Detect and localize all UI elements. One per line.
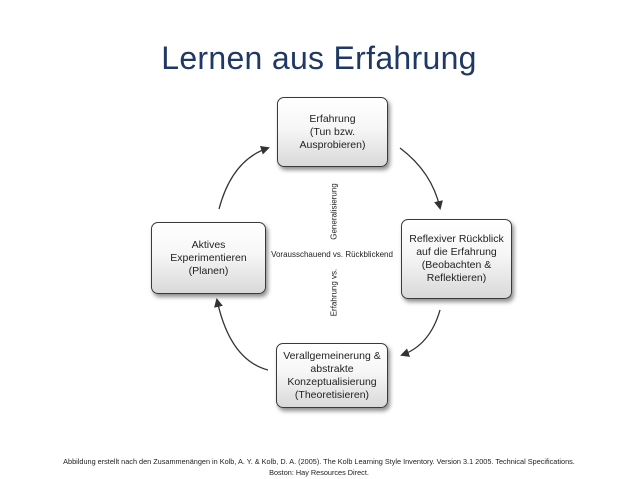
arrow-top-to-right	[399, 147, 443, 210]
axis-label-vertical-bottom: Erfahrung vs.	[329, 268, 339, 317]
box-aktives-experimentieren: Aktives Experimentieren (Planen)	[151, 222, 266, 294]
caption-line-1: Abbildung erstellt nach den Zusammenänge…	[63, 457, 575, 466]
axis-label-horizontal: Vorausschauend vs. Rückblickend	[271, 250, 393, 259]
axis-label-vertical-top: Generalisierung	[329, 183, 339, 240]
arrow-right-to-bottom	[400, 309, 441, 357]
box-reflexiver-rueckblick: Reflexiver Rückblick auf die Erfahrung (…	[401, 219, 512, 299]
source-caption: Abbildung erstellt nach den Zusammenänge…	[0, 456, 638, 478]
arrow-bottom-to-left	[214, 298, 269, 371]
arrow-left-to-top	[218, 145, 270, 210]
page-title: Lernen aus Erfahrung	[161, 40, 477, 76]
box-erfahrung: Erfahrung (Tun bzw. Ausprobieren)	[277, 97, 388, 167]
box-verallgemeinerung: Verallgemeinerung & abstrakte Konzeptual…	[276, 343, 388, 408]
caption-line-2: Boston: Hay Resources Direct.	[269, 468, 369, 477]
